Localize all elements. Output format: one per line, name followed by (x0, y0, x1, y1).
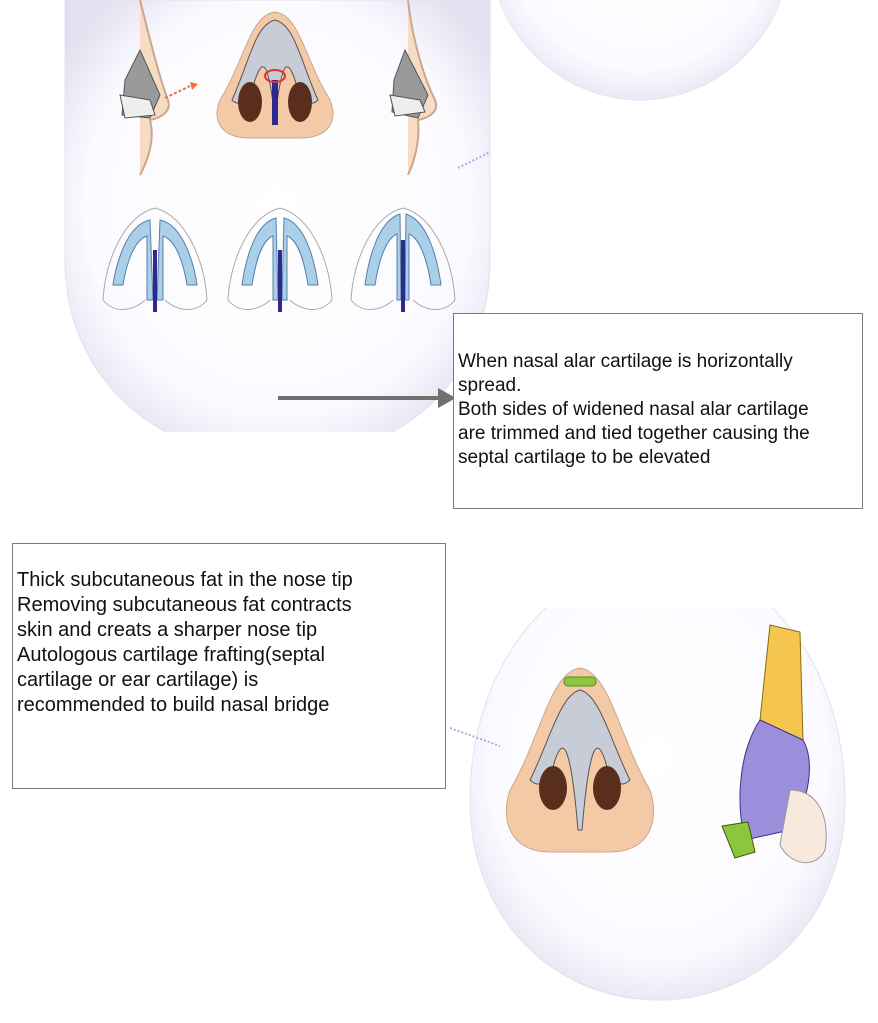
cartilage-diagram-1 (102, 207, 208, 312)
callout-line: Removing subcutaneous fat contracts (17, 594, 352, 616)
callout-line: Thick subcutaneous fat in the nose tip (17, 569, 353, 591)
callout-line: skin and creats a sharper nose tip (17, 619, 318, 641)
callout-line: spread. (458, 375, 522, 396)
cartilage-graft-side (721, 624, 827, 864)
background-circle-top-right (498, 0, 782, 101)
nose-profile-before (119, 0, 198, 176)
callout-line: When nasal alar cartilage is horizontall… (458, 351, 793, 372)
pointer-arrow (278, 388, 456, 408)
callout-line: recommended to build nasal bridge (17, 694, 330, 716)
cartilage-diagram-3 (350, 207, 456, 312)
callout-line: Autologous cartilage frafting(septal (17, 644, 325, 666)
callout-line: are trimmed and tied together causing th… (458, 423, 810, 444)
callout-line: septal cartilage to be elevated (458, 447, 711, 468)
callout-subcutaneous-fat: Thick subcutaneous fat in the nose tip R… (12, 543, 446, 789)
callout-alar-cartilage-spread: When nasal alar cartilage is horizontall… (453, 313, 863, 509)
nose-profile-after (389, 0, 438, 176)
cartilage-diagram-2 (227, 207, 333, 312)
callout-line: cartilage or ear cartilage) is (17, 669, 259, 691)
nose-front-with-suture (216, 11, 334, 139)
bottom-panel (449, 608, 846, 1001)
cartilage-diagrams-row (102, 207, 456, 312)
top-panel (64, 0, 491, 432)
callout-line: Both sides of widened nasal alar cartila… (458, 399, 809, 420)
nose-front-graft (505, 667, 655, 853)
